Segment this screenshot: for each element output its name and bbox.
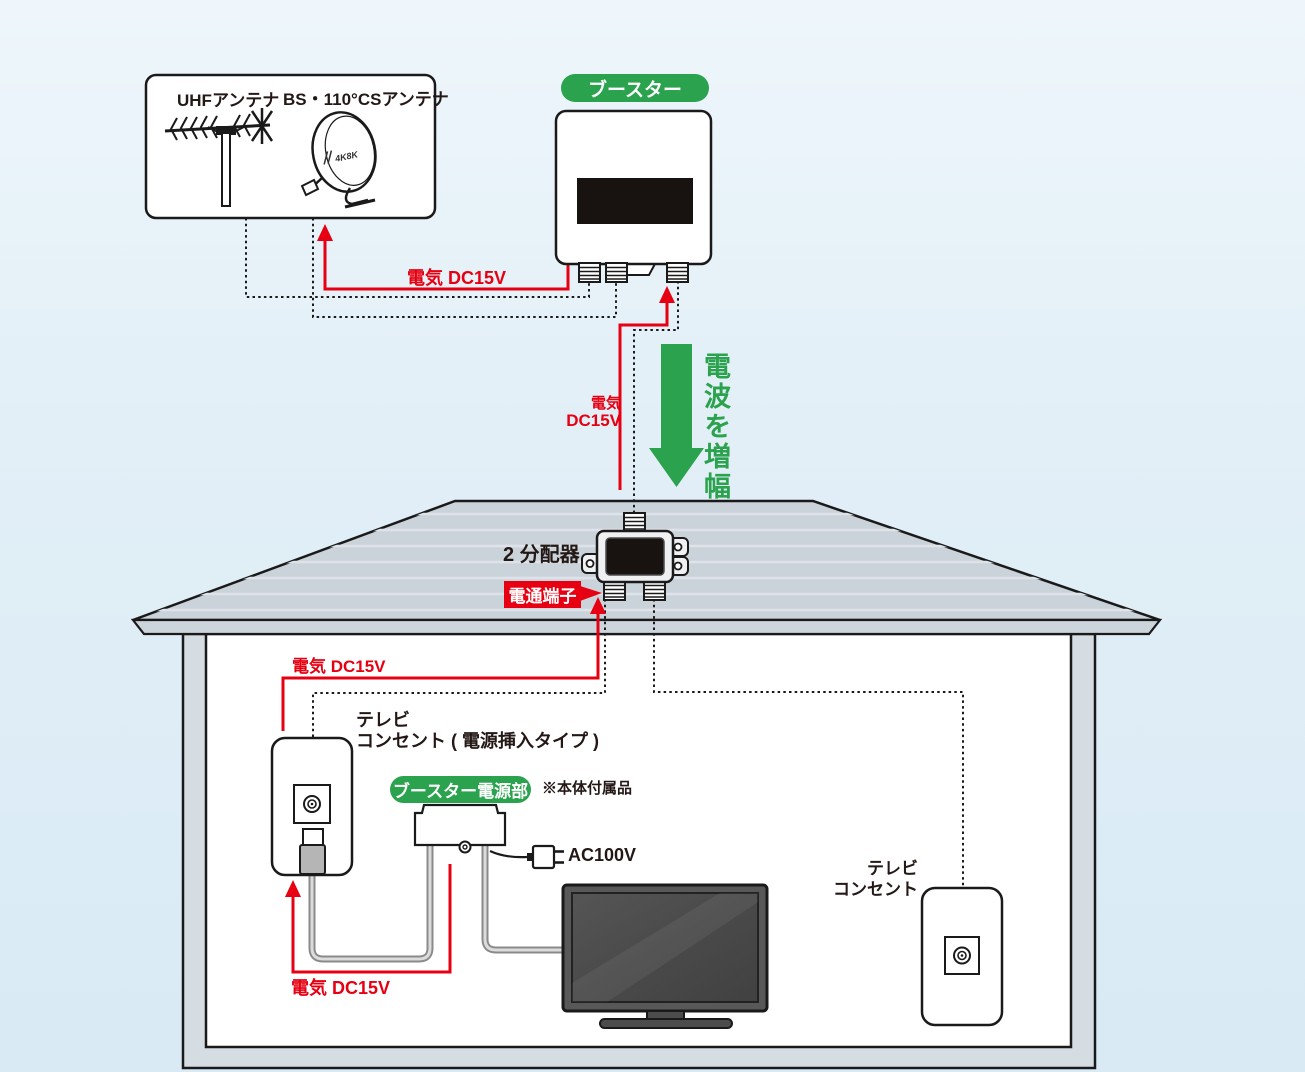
ac-plug-icon	[527, 844, 564, 870]
left-outlet-label-line1: テレビ	[356, 710, 410, 730]
power-pass-terminal-badge: 電通端子	[504, 581, 581, 608]
arrowhead-to-booster-icon	[659, 286, 675, 303]
splitter-device	[581, 512, 689, 601]
uhf-antenna-label: UHFアンテナ	[177, 91, 280, 110]
dc15v-label-left: 電気 DC15V	[292, 657, 386, 676]
f-connector-icon	[578, 262, 601, 283]
plug-neck	[302, 828, 324, 847]
dc15v-label-mid: 電気 DC15V	[520, 396, 621, 430]
coax-cables	[308, 846, 567, 963]
signal-line-splitter-to-left-outlet	[312, 599, 606, 739]
power-line-splitter-to-booster	[618, 299, 669, 490]
dc15v-mid-line2: DC15V	[566, 410, 621, 430]
coax-plug-icon	[299, 844, 326, 875]
uhf-antenna-icon	[164, 108, 274, 207]
antenna-box: 4K8K	[144, 73, 437, 220]
power-line-splitter-to-left-outlet	[281, 610, 600, 731]
arrowhead-to-splitter-icon	[590, 597, 606, 614]
f-connector-icon	[605, 262, 628, 283]
booster-label-plate	[577, 178, 693, 224]
signal-line-booster-to-splitter	[633, 281, 679, 514]
splitter-label-plate	[605, 537, 665, 576]
power-arrowheads	[285, 224, 675, 897]
f-connector-icon	[623, 512, 646, 533]
f-connector-icon	[666, 262, 689, 283]
ac-cord	[489, 850, 528, 859]
accessory-note: ※本体付属品	[542, 780, 633, 797]
dc15v-label-bottom: 電気 DC15V	[291, 978, 391, 998]
screw-tab-icon	[458, 840, 472, 854]
power-unit-title-pill: ブースター電源部	[390, 776, 531, 803]
right-outlet-label-line2: コンセント	[833, 880, 918, 900]
amplify-note: 電波を増幅	[700, 352, 730, 502]
right-outlet-label-line1: テレビ	[867, 859, 918, 878]
splitter-label: 2 分配器	[503, 544, 580, 566]
arrowhead-to-bs-icon	[317, 224, 333, 241]
tv-icon	[561, 883, 769, 1029]
right-outlet-label: テレビ コンセント	[798, 858, 918, 901]
right-tv-outlet	[920, 886, 1004, 1027]
booster-title-pill: ブースター	[561, 74, 709, 102]
power-line-powerunit-to-outlet	[291, 864, 452, 974]
power-line-booster-to-bs	[323, 238, 570, 291]
booster-power-unit	[413, 803, 564, 870]
signal-line-splitter-to-right-outlet	[653, 599, 964, 889]
signal-lines	[245, 218, 964, 889]
f-connector-icon	[643, 580, 666, 601]
left-tv-outlet	[270, 736, 354, 877]
dc15v-label-top: 電気 DC15V	[407, 268, 507, 288]
left-outlet-label-line2: コンセント ( 電源挿入タイプ )	[356, 731, 599, 751]
badge-pointer-icon	[580, 586, 602, 601]
f-connector-icon	[603, 580, 626, 601]
arrowhead-to-plug-icon	[285, 880, 301, 897]
bs-antenna-label: BS・110°CSアンテナ	[283, 90, 449, 109]
power-unit-body	[413, 803, 507, 847]
booster-device	[554, 109, 713, 283]
ac100v-label: AC100V	[568, 845, 637, 865]
power-lines	[281, 238, 669, 974]
roof-eave	[130, 618, 1163, 636]
dc15v-mid-line1: 電気	[590, 395, 621, 412]
bs-dish-icon: 4K8K	[300, 111, 377, 209]
amplify-arrow-icon	[649, 344, 704, 487]
signal-line-uhf-to-booster	[245, 218, 590, 298]
